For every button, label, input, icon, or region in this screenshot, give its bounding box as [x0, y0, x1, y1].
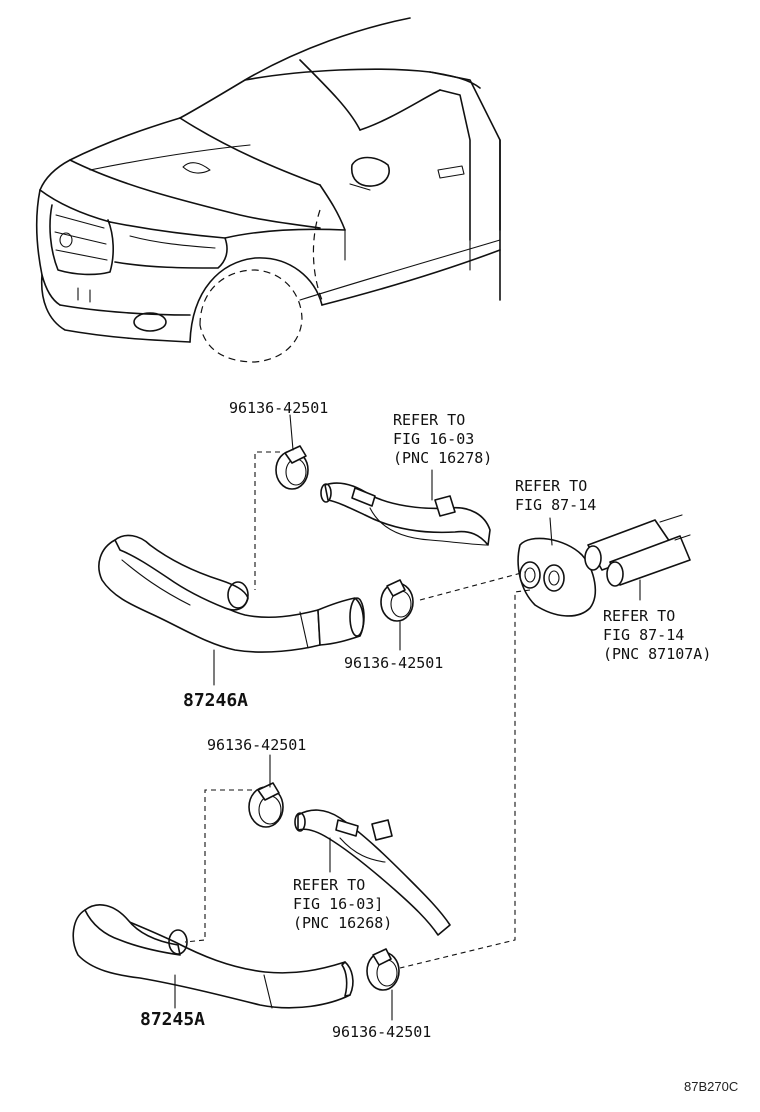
- label-refer-upper-pipe-2: FIG 16-03: [393, 430, 474, 448]
- label-refer-heater-pipes-3: (PNC 87107A): [603, 645, 711, 663]
- hose-clamp-upper-right[interactable]: [380, 579, 414, 622]
- label-clamp-upper-right: 96136-42501: [344, 654, 443, 672]
- label-refer-heater-pipes-2: FIG 87-14: [603, 626, 684, 644]
- label-hose-lower: 87245A: [140, 1009, 205, 1030]
- heater-pipes[interactable]: [584, 514, 691, 587]
- label-refer-lower-pipe-2: FIG 16-03]: [293, 895, 383, 913]
- water-pipe-lower[interactable]: [294, 809, 451, 936]
- leader-lines: [174, 414, 641, 1021]
- heater-hose-87245a[interactable]: [72, 904, 354, 1009]
- grommet-plate[interactable]: [517, 537, 597, 617]
- hose-clamp-lower-right[interactable]: [366, 948, 400, 991]
- connection-lines: [184, 451, 531, 969]
- label-clamp-lower-left: 96136-42501: [207, 736, 306, 754]
- label-refer-heater-pipes-1: REFER TO: [603, 607, 675, 625]
- label-refer-upper-pipe-3: (PNC 16278): [393, 449, 492, 467]
- callout-labels: 96136-42501 REFER TO FIG 16-03 (PNC 1627…: [140, 399, 738, 1094]
- label-refer-grommet-1: REFER TO: [515, 477, 587, 495]
- hose-clamp-lower-left[interactable]: [248, 782, 284, 828]
- label-refer-lower-pipe-1: REFER TO: [293, 876, 365, 894]
- water-pipe-upper[interactable]: [320, 482, 491, 546]
- label-clamp-upper-left: 96136-42501: [229, 399, 328, 417]
- label-refer-grommet-2: FIG 87-14: [515, 496, 596, 514]
- label-refer-lower-pipe-3: (PNC 16268): [293, 914, 392, 932]
- label-clamp-lower-right: 96136-42501: [332, 1023, 431, 1041]
- label-hose-upper: 87246A: [183, 690, 248, 711]
- figure-code: 87B270C: [684, 1079, 738, 1094]
- heater-hose-87246a[interactable]: [98, 534, 365, 653]
- hose-clamp-upper-left[interactable]: [275, 445, 309, 490]
- vehicle-illustration: [36, 17, 501, 363]
- label-refer-upper-pipe-1: REFER TO: [393, 411, 465, 429]
